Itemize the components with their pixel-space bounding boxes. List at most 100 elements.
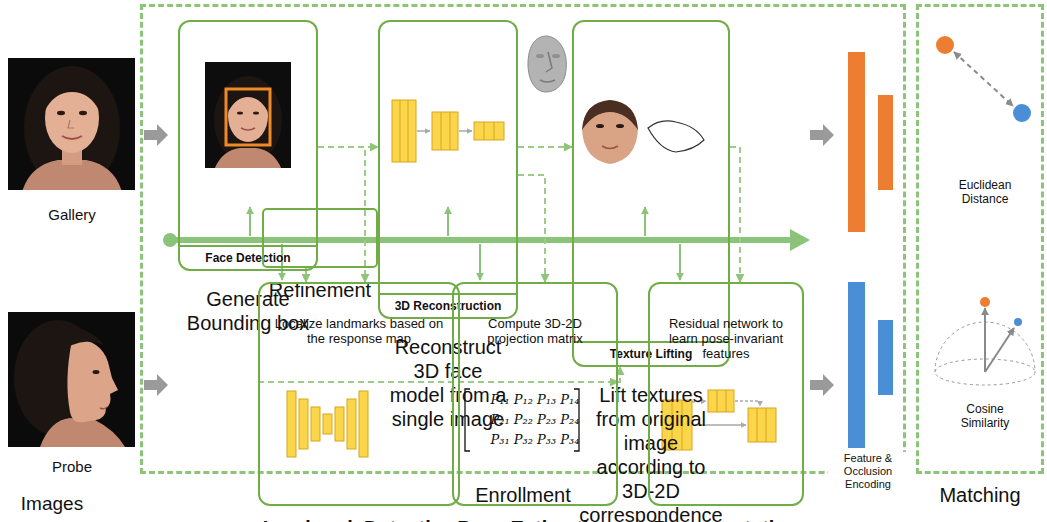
eye	[57, 111, 65, 115]
matrix-row: P₃₁ P₃₂ P₃₃ P₃₄	[454, 430, 616, 450]
occlusion-mask	[648, 121, 704, 152]
image-caption: Probe	[17, 458, 127, 476]
eye	[237, 111, 243, 114]
branch-arrow	[447, 207, 449, 236]
box-header: Pose Estimation	[454, 516, 616, 522]
orange-point	[980, 297, 990, 307]
texture-hair	[582, 100, 638, 130]
matrix-row: P₁₁ P₁₂ P₁₃ P₁₄	[454, 390, 616, 410]
conv-block	[474, 122, 504, 140]
conv-stripe	[441, 112, 442, 150]
refinement-box: Refinement	[262, 208, 378, 268]
feature-bars	[848, 52, 893, 448]
conv-block	[432, 112, 458, 150]
process-box: Landmark DetectionLocalize landmarks bas…	[258, 282, 460, 506]
metric-label: Euclidean Distance	[944, 178, 1026, 206]
cosine-icon	[935, 297, 1035, 385]
dashed-connector	[618, 367, 620, 382]
region-label: Enrollment	[143, 483, 903, 507]
occlusion-bar	[878, 320, 893, 395]
bangs	[44, 78, 100, 112]
process-box: RepresentationResidual network to learn …	[648, 282, 804, 506]
bounding-box	[226, 89, 270, 145]
conv-stripe	[400, 100, 401, 162]
image-caption: Gallery	[17, 206, 127, 224]
eye	[79, 111, 87, 115]
dashed-connector	[730, 147, 740, 282]
branch-arrow	[679, 244, 681, 280]
texture-face	[582, 100, 638, 164]
hair-front	[50, 326, 104, 395]
matrix-row: P₂₁ P₂₂ P₂₃ P₂₄	[454, 410, 616, 430]
dashed-connector	[318, 147, 365, 282]
conv-stripe	[450, 112, 451, 150]
process-box: Pose EstimationCompute 3D-2D projection …	[452, 282, 618, 506]
block-arrow-small	[417, 130, 430, 132]
face-mesh	[528, 36, 566, 92]
branch-arrow	[249, 207, 251, 236]
layer-bar	[299, 399, 308, 449]
eye	[93, 370, 100, 374]
vector-arrow	[985, 328, 1014, 372]
blue-point	[1013, 104, 1031, 122]
vector-arrow	[984, 308, 986, 372]
mesh-mouth	[540, 80, 555, 82]
skip-connection	[735, 401, 760, 406]
detected-face-image	[205, 62, 291, 168]
feature-bar	[848, 52, 865, 232]
face-profile	[67, 340, 118, 422]
shoulders	[40, 418, 125, 447]
box-header: Landmark Detection	[260, 516, 458, 522]
euclidean-icon	[936, 36, 1031, 122]
block-arrow	[144, 374, 168, 396]
block-arrow-small	[459, 130, 472, 132]
block-arrow	[144, 124, 168, 146]
texture-mouth	[602, 146, 618, 149]
distance-line	[954, 52, 1013, 106]
box-body: Residual network to learn pose-invariant…	[650, 284, 802, 361]
metric-label: Cosine Similarity	[944, 402, 1026, 430]
dashed-connector	[518, 146, 572, 148]
orange-point	[936, 36, 954, 54]
region-label: Matching	[919, 483, 1041, 507]
region-frame: EnrollmentGenerate Bounding boxFace Dete…	[140, 4, 906, 474]
process-box: Generate Bounding boxFace Detection	[178, 20, 318, 271]
mouth	[100, 407, 107, 409]
box-title: Lift textures from original image accord…	[574, 377, 728, 522]
box-body: Compute 3D-2D projection matrix	[454, 284, 616, 346]
shoulders	[214, 148, 282, 168]
block-arrow	[810, 374, 834, 396]
box-header: Representation	[650, 516, 802, 522]
branch-arrow	[479, 244, 481, 280]
texture-eye	[616, 124, 624, 128]
res-block	[748, 408, 776, 442]
mesh-eye	[536, 54, 544, 58]
occlusion-bar	[878, 95, 893, 190]
box-footer: Face Detection	[180, 245, 316, 269]
res-stripe	[717, 390, 718, 412]
feature-bar	[848, 282, 865, 448]
conv-stripe	[408, 100, 409, 162]
cnn-blocks	[392, 100, 504, 162]
block-arrow	[810, 124, 834, 146]
encoding-label: Feature & Occlusion Encoding	[828, 452, 908, 491]
box-body: Localize landmarks based on the response…	[260, 284, 458, 346]
res-stripe	[757, 408, 758, 442]
layer-bar	[323, 414, 332, 434]
photo-background	[8, 312, 135, 447]
probe-photo	[8, 312, 135, 447]
mesh-nose	[546, 52, 552, 72]
conv-stripe	[494, 122, 495, 140]
conv-stripe	[484, 122, 485, 140]
process-box: Lift textures from original image accord…	[572, 20, 730, 367]
layer-bar	[287, 391, 296, 457]
layer-bar	[347, 399, 356, 449]
mesh-eye	[552, 54, 560, 58]
conv-block	[392, 100, 416, 162]
res-stripe	[726, 390, 727, 412]
mouth	[241, 128, 255, 130]
blue-point	[1014, 318, 1022, 326]
texture-eye	[596, 124, 604, 128]
